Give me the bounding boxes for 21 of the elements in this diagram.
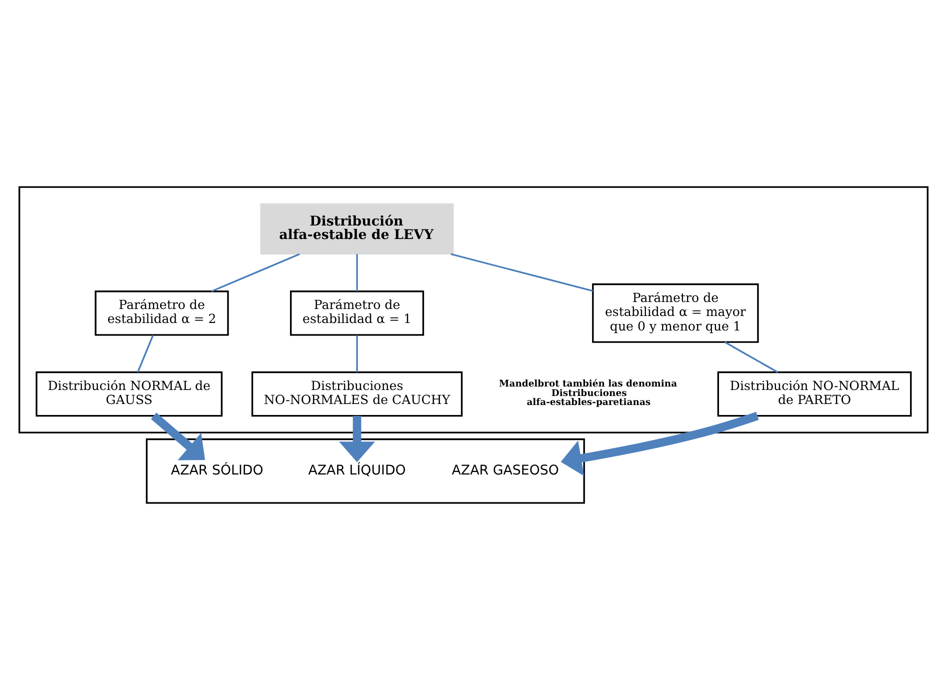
arrow (339, 416, 376, 462)
connector (137, 334, 154, 372)
node-box: Distribuciones NO-NORMALES de CAUCHY (251, 371, 463, 417)
connector (211, 253, 300, 292)
node-box: Parámetro de estabilidad α = 2 (94, 290, 229, 336)
node-box: Distribución alfa-estable de LEVY (260, 203, 454, 254)
node-box: Distribución NO-NORMAL de PARETO (717, 371, 912, 417)
arrow (150, 412, 206, 460)
connector (724, 341, 778, 373)
node-text: AZAR GASEOSO (452, 463, 559, 478)
node-box: Parámetro de estabilidad α = mayor que 0 y menor que 1 (592, 283, 759, 343)
label: Mandelbrot también las denomina Distribuciones alfa-estables-paretianas (499, 378, 678, 408)
cluster (18, 186, 928, 434)
arrow (560, 412, 759, 476)
connector (356, 335, 358, 372)
node-box: Distribución NORMAL de GAUSS (36, 371, 223, 417)
node-text: AZAR SÓLIDO (170, 463, 264, 478)
node-text: AZAR LÍQUIDO (308, 463, 406, 478)
node-box: Parámetro de estabilidad α = 1 (290, 290, 424, 336)
connector (450, 253, 594, 292)
connector (356, 254, 358, 292)
